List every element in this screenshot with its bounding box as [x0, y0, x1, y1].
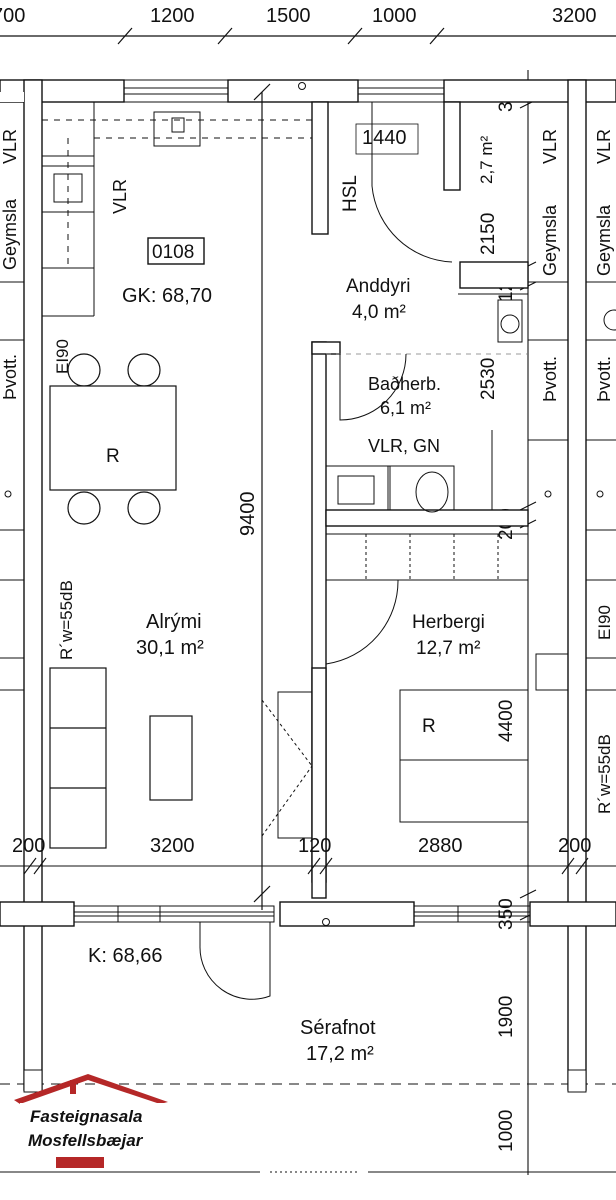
label-geymsla-left: Geymsla	[0, 198, 20, 270]
dim-2880: 2880	[418, 835, 463, 857]
label-table-r: R	[106, 446, 120, 467]
sofa	[49, 667, 193, 849]
bath-door-swing	[339, 353, 407, 421]
label-thvott-left: Þvott.	[0, 354, 20, 400]
label-bed-r: R	[422, 716, 436, 737]
logo-line1: Fasteignasala	[30, 1107, 142, 1126]
room-alrymi-name: Alrými	[146, 611, 202, 633]
label-thvott-right-2: Þvott.	[594, 356, 614, 402]
logo-line2: Mosfellsbæjar	[28, 1131, 144, 1150]
apartment-number: 0108	[152, 242, 194, 263]
bed	[399, 689, 529, 823]
dim-200-left: 200	[12, 835, 45, 857]
terrace-door-swing	[199, 922, 271, 1000]
entry-door-swing	[371, 102, 453, 263]
kitchen	[41, 102, 312, 317]
label-geymsla-right-2: Geymsla	[594, 204, 614, 276]
dim-right-1000: 1000	[496, 1110, 517, 1152]
dim-1440-box	[355, 123, 419, 155]
dining-table	[49, 353, 177, 525]
label-geymsla-right-1: Geymsla	[540, 204, 560, 276]
socket-icon	[322, 918, 330, 926]
apartment-gk: GK: 68,70	[122, 285, 212, 307]
logo-text-bg	[20, 1103, 166, 1157]
label-vlr-kitchen: VLR	[110, 179, 130, 214]
room-serafnot-name: Sérafnot	[300, 1017, 376, 1039]
right-wall-end	[567, 1069, 587, 1093]
dim-top-1000: 1000	[372, 5, 417, 27]
logo-roof-icon	[14, 1074, 168, 1104]
centerline-ticks	[253, 83, 271, 903]
wardrobe	[325, 533, 529, 581]
label-vlr-right-1: VLR	[540, 129, 560, 164]
room-herbergi-name: Herbergi	[412, 612, 485, 633]
room-alrymi-area: 30,1 m²	[136, 637, 204, 659]
dim-top-1500: 1500	[266, 5, 311, 27]
label-rw55db-right: R´w=55dB	[595, 734, 614, 814]
room-badherb-name: Baðherb.	[368, 374, 441, 394]
label-vlr-right-2: VLR	[594, 129, 614, 164]
room-anddyri-area: 4,0 m²	[352, 302, 406, 323]
dim-right-2530: 2530	[478, 358, 499, 400]
dim-top-700: 700	[0, 5, 25, 27]
dim-right-350-bottom: 350	[496, 898, 517, 930]
bottom-dimension-line	[0, 857, 616, 875]
logo-chimney	[70, 1080, 76, 1094]
dim-right-2150: 2150	[478, 213, 499, 255]
label-area-2-7: 2,7 m²	[477, 135, 496, 184]
label-hsl: HSL	[340, 175, 361, 212]
closet	[261, 691, 313, 839]
interior-walls	[311, 101, 529, 899]
label-vlr-left-neighbour: VLR	[0, 129, 20, 164]
dim-9400: 9400	[237, 492, 259, 537]
label-ei90-right: EI90	[595, 605, 614, 640]
left-neighbour	[0, 281, 24, 691]
company-logo: Fasteignasala Mosfellsbæjar	[14, 1074, 168, 1168]
top-dimension-line	[0, 27, 616, 45]
bathroom-fixtures	[325, 299, 523, 513]
bedroom-door-swing	[325, 579, 399, 665]
room-badherb-note: VLR, GN	[368, 436, 440, 456]
dim-1440: 1440	[362, 127, 407, 149]
room-badherb-area: 6,1 m²	[380, 398, 431, 418]
right-dimension-line	[519, 70, 537, 1175]
dim-top-1200: 1200	[150, 5, 195, 27]
apartment-k: K: 68,66	[88, 945, 163, 967]
room-anddyri-name: Anddyri	[346, 276, 410, 297]
structural-walls	[0, 79, 616, 1091]
dim-200-right: 200	[558, 835, 591, 857]
label-thvott-right-1: Þvott.	[540, 356, 560, 402]
label-ei90-left: EI90	[53, 339, 72, 374]
apartment-number-box	[147, 237, 205, 265]
room-herbergi-area: 12,7 m²	[416, 638, 480, 659]
right-neighbour	[528, 281, 616, 691]
dim-3200: 3200	[150, 835, 195, 857]
dim-top-3200: 3200	[552, 5, 597, 27]
dim-right-1900: 1900	[496, 996, 517, 1038]
left-wall-end	[23, 1069, 43, 1093]
socket-icon	[298, 82, 306, 90]
dim-120: 120	[298, 835, 331, 857]
room-serafnot-area: 17,2 m²	[306, 1043, 374, 1065]
label-rw55db-left: R´w=55dB	[57, 580, 76, 660]
dim-right-4400: 4400	[496, 700, 517, 742]
bottom-windows	[73, 905, 531, 923]
